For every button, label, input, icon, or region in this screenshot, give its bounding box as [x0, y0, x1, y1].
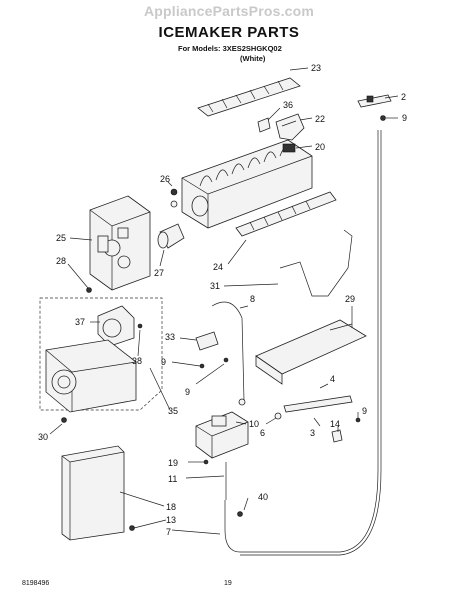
screw-9d	[355, 417, 361, 423]
color-line: (White)	[240, 54, 266, 63]
nut-6	[274, 412, 282, 420]
clamp-14	[331, 429, 343, 443]
callout-29: 29	[345, 294, 355, 304]
callout-37: 37	[75, 317, 85, 327]
motor-27	[157, 223, 185, 249]
callout-13: 13	[166, 515, 176, 525]
screw-9b	[199, 363, 205, 369]
valve-37	[97, 305, 135, 347]
control-module-25	[89, 195, 151, 291]
callout-8: 8	[250, 294, 255, 304]
screw-28	[86, 287, 92, 293]
callout-4: 4	[330, 374, 335, 384]
clip-36	[257, 117, 271, 133]
screw-38	[137, 323, 143, 329]
screw-40	[237, 511, 243, 517]
callout-22: 22	[315, 114, 325, 124]
callout-19: 19	[168, 458, 178, 468]
wire-harness-7	[224, 130, 379, 553]
water-valve-10	[195, 411, 249, 459]
screw-13	[129, 525, 135, 531]
callout-38: 38	[132, 356, 142, 366]
callout-18: 18	[166, 502, 176, 512]
callout-9: 9	[185, 387, 190, 397]
callout-31: 31	[210, 281, 220, 291]
leader-lines	[49, 67, 399, 535]
assembly-group-frame	[39, 297, 163, 411]
cover-18	[61, 445, 125, 541]
callout-28: 28	[56, 256, 66, 266]
callout-35: 35	[168, 406, 178, 416]
callout-30: 30	[38, 432, 48, 442]
connector-33	[195, 331, 219, 351]
callout-27: 27	[154, 268, 164, 278]
callout-40: 40	[258, 492, 268, 502]
mounting-bracket-29	[255, 319, 367, 385]
callout-20: 20	[315, 142, 325, 152]
callout-25: 25	[56, 233, 66, 243]
callout-23: 23	[311, 63, 321, 73]
page-title: ICEMAKER PARTS	[158, 24, 300, 41]
callout-6: 6	[260, 428, 265, 438]
callout-3: 3	[310, 428, 315, 438]
callout-24: 24	[213, 262, 223, 272]
callout-26: 26	[160, 174, 170, 184]
shut-off-wire-31	[279, 229, 353, 297]
callout-36: 36	[283, 100, 293, 110]
callout-9: 9	[402, 113, 407, 123]
callout-11: 11	[168, 474, 177, 484]
callout-2: 2	[401, 92, 406, 102]
callout-10: 10	[249, 419, 259, 429]
spacer-26	[170, 188, 178, 196]
ice-mold-20	[181, 139, 313, 229]
screw-9a	[380, 115, 386, 121]
document-number: 8198496	[22, 580, 50, 587]
callout-7: 7	[166, 527, 171, 537]
page-number: 19	[224, 580, 232, 587]
screw-9c	[223, 357, 229, 363]
mounting-plate-35	[45, 339, 137, 413]
models-line: For Models: 3XES2SHGKQ02	[178, 44, 282, 53]
fill-tube-4	[283, 395, 353, 413]
shut-off-arm-24	[235, 191, 337, 237]
fill-cup-22	[275, 113, 305, 141]
screw-19	[203, 459, 209, 465]
screw-30	[61, 417, 67, 423]
bracket-2	[357, 94, 392, 108]
callout-33: 33	[165, 332, 175, 342]
ejector-blade-23	[197, 77, 301, 117]
harness-8	[211, 301, 245, 401]
callout-14: 14	[330, 419, 340, 429]
watermark: AppliancePartsPros.com	[143, 3, 315, 19]
callout-9: 9	[362, 406, 367, 416]
callout-9: 9	[161, 357, 166, 367]
